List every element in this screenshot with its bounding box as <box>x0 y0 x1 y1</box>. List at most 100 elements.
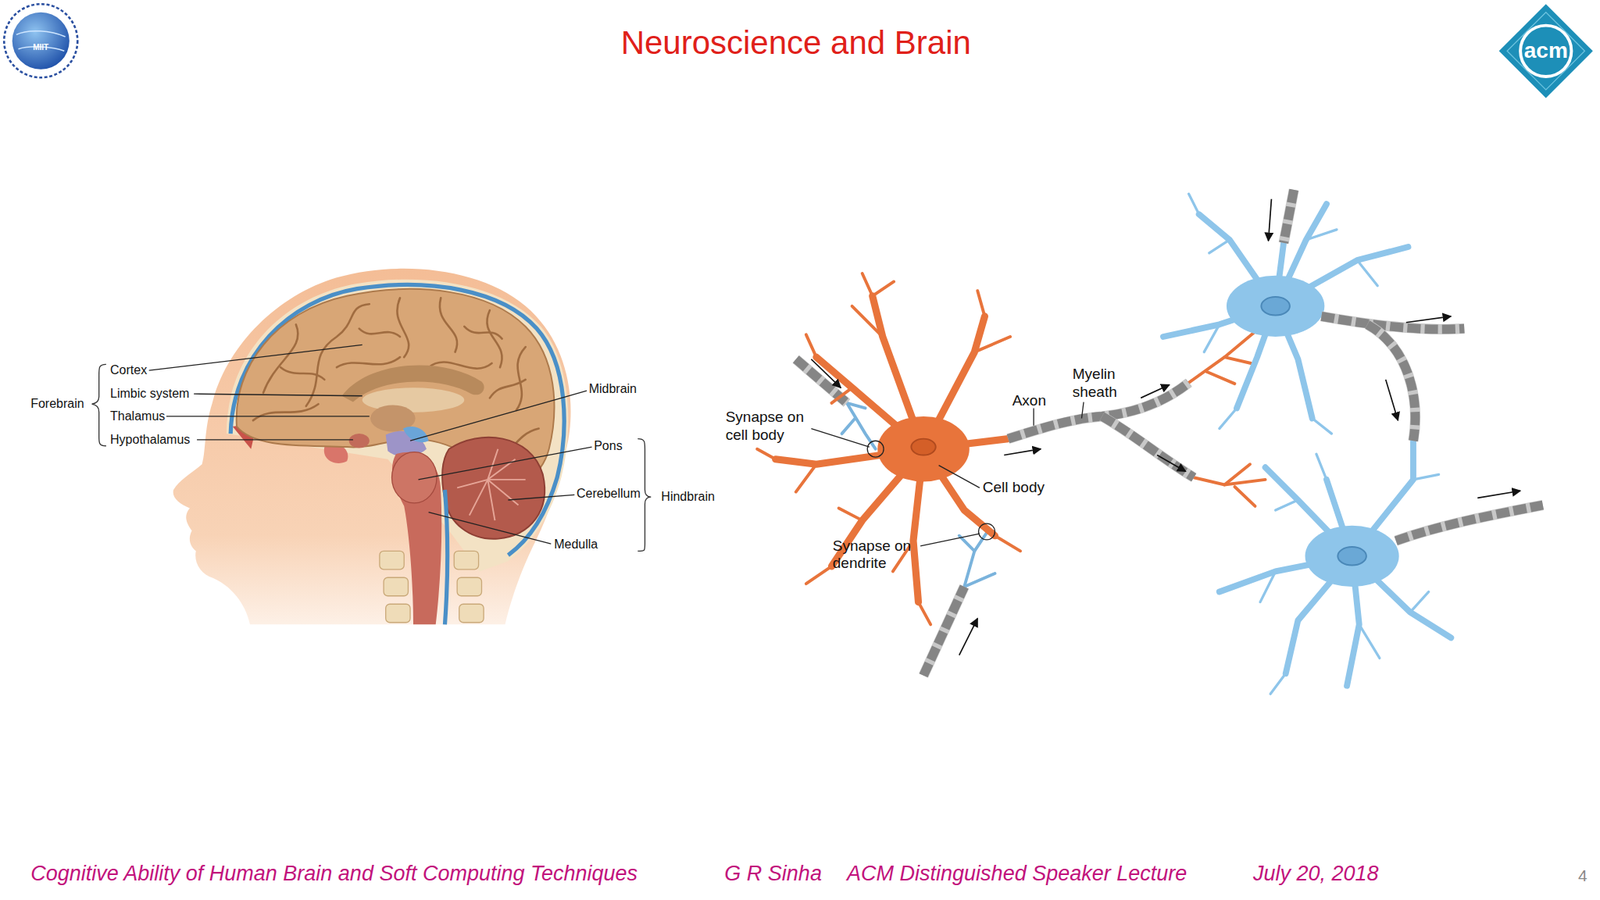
axon-terminal <box>1189 331 1256 383</box>
arbor-vitae <box>487 449 498 480</box>
orange-neuron <box>910 439 936 456</box>
logo-text: acm <box>1524 38 1568 65</box>
gyri <box>489 379 526 399</box>
vertebrae <box>385 603 411 623</box>
leader-line <box>428 512 552 544</box>
leader-line <box>939 465 980 489</box>
orange-neuron <box>831 387 852 404</box>
group-label: Hindbrain <box>660 489 715 504</box>
axon-terminal <box>1234 486 1255 507</box>
myelin-sheath <box>1321 316 1465 330</box>
signal-arrow <box>1268 199 1272 242</box>
arbor-vitae <box>487 479 518 506</box>
leader-line <box>418 446 593 480</box>
head-profile <box>173 268 572 625</box>
brace <box>92 364 652 551</box>
vertebrae <box>453 550 479 570</box>
myelin-sheath <box>1396 505 1543 542</box>
brain-illustration <box>173 268 572 625</box>
footer-text: July 20, 2018 <box>1253 860 1379 886</box>
blue-neuron <box>1316 453 1327 480</box>
gyri <box>486 310 502 368</box>
blue-neuron <box>1189 193 1440 694</box>
signal-arrow <box>810 359 841 389</box>
axon-terminal <box>1206 371 1236 384</box>
vertebrae <box>457 577 482 597</box>
blue-neuron <box>1189 193 1200 215</box>
orange-neuron <box>806 334 817 358</box>
part-label: Synapse on cell body <box>725 408 814 445</box>
orange-neuron <box>977 290 985 317</box>
part-label: Midbrain <box>589 381 637 397</box>
limbic-system <box>362 387 465 412</box>
leader-line <box>149 344 593 544</box>
blue-neuron <box>1260 571 1276 602</box>
acm-logo <box>1520 25 1572 77</box>
orange-neuron <box>852 306 883 337</box>
page-number: 4 <box>1578 865 1588 886</box>
leader-line <box>1081 402 1084 419</box>
acm-logo <box>1499 3 1593 98</box>
brace <box>92 364 107 446</box>
gyri <box>359 328 400 337</box>
slide-title: Neuroscience and Brain <box>621 23 972 63</box>
meninges <box>230 285 565 556</box>
arbor-vitae <box>457 449 526 521</box>
leader-line <box>196 439 354 440</box>
signal-arrow <box>1003 449 1041 456</box>
vertebrae <box>379 550 484 622</box>
orange-neuron <box>994 535 1021 552</box>
cerebellum <box>442 437 545 540</box>
myelin-sheath <box>1007 189 1543 541</box>
blue-neuron <box>1219 407 1237 429</box>
part-label: Myelin sheath <box>1072 365 1134 402</box>
gyri <box>280 367 325 380</box>
orange-neuron <box>775 296 1009 603</box>
leader-line <box>507 494 575 500</box>
ventricle <box>403 426 429 443</box>
gyri <box>263 324 298 393</box>
blue-neuron <box>1209 239 1230 254</box>
signal-arrow <box>1406 316 1451 323</box>
orange-neuron <box>806 566 833 584</box>
signal-arrow <box>1477 490 1521 498</box>
hypothalamus <box>349 433 370 448</box>
axon-terminal <box>1224 357 1251 364</box>
arbor-vitae <box>469 479 489 516</box>
part-label: Cortex <box>110 363 147 379</box>
leader-line <box>810 428 869 448</box>
part-label: Hypothalamus <box>110 432 190 447</box>
leader-line <box>978 523 996 540</box>
gyri <box>336 357 400 368</box>
gyri <box>253 297 540 461</box>
myelin-sheath <box>1102 416 1195 478</box>
blue-neuron <box>1260 296 1290 316</box>
orange-neuron <box>877 416 970 483</box>
orange-neuron <box>757 273 1021 625</box>
part-label: Thalamus <box>110 408 165 424</box>
gyri <box>396 297 409 358</box>
gyri <box>464 326 502 340</box>
signal-arrow <box>1140 384 1170 398</box>
myelin-sheath <box>1367 324 1415 441</box>
blue-neuron <box>1337 546 1367 566</box>
input-terminal <box>846 403 866 409</box>
blue-neuron <box>1359 624 1380 658</box>
footer-text: ACM Distinguished Speaker Lecture <box>846 860 1187 886</box>
input-terminal <box>842 418 856 435</box>
acm-logo <box>1507 12 1585 90</box>
orange-neuron <box>796 464 817 492</box>
institute-logo <box>12 12 70 70</box>
part-label: Cell body <box>982 478 1045 497</box>
orange-neuron <box>918 602 932 625</box>
myelin-sheath <box>796 359 965 676</box>
arbor-vitae <box>487 479 495 521</box>
blue-neuron <box>1163 193 1451 694</box>
acm-logo <box>1499 3 1593 98</box>
orange-neuron <box>974 336 1011 353</box>
orange-neuron <box>757 273 1021 625</box>
myelin-sheath <box>1283 189 1294 243</box>
blue-neuron <box>1163 203 1451 686</box>
arbor-vitae <box>487 478 525 481</box>
leader-line <box>149 344 363 371</box>
